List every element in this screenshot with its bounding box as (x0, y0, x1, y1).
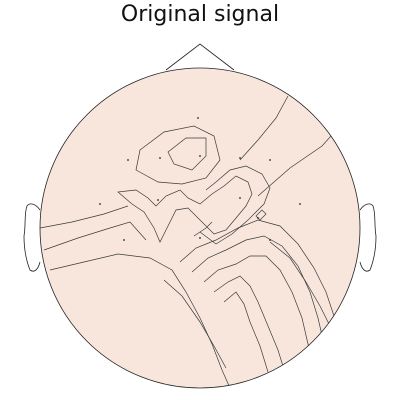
sensor-marker (299, 203, 301, 205)
sensor-marker (123, 239, 125, 241)
sensor-marker (199, 155, 201, 157)
sensor-marker (239, 157, 241, 159)
head-outline (39, 67, 361, 389)
contour-line (203, 255, 313, 369)
contour-line (255, 209, 267, 221)
sensor-marker (157, 199, 159, 201)
sensor-marker (239, 197, 241, 199)
sensor-markers (99, 117, 301, 241)
head-nose (165, 43, 235, 71)
head-left-ear (23, 203, 41, 272)
sensor-marker (99, 203, 101, 205)
contour-line (163, 279, 227, 369)
contour-line (223, 291, 269, 373)
contour-line (49, 253, 231, 388)
sensor-marker (197, 117, 199, 119)
sensor-marker (257, 217, 259, 219)
sensor-marker (127, 159, 129, 161)
contour-line (213, 275, 287, 377)
contour-line (191, 235, 325, 345)
sensor-marker (269, 159, 271, 161)
contour-line (179, 219, 341, 341)
contour-line (239, 95, 289, 161)
contour-lines (40, 95, 343, 388)
head-right-ear (359, 203, 377, 272)
contour-line (199, 165, 271, 245)
sensor-marker (199, 237, 201, 239)
contour-line (43, 221, 147, 251)
figure-title: Original signal (120, 2, 280, 27)
contour-line (193, 221, 213, 237)
contour-loop (135, 125, 221, 185)
head-disc (40, 68, 360, 388)
contour-loop (167, 137, 207, 171)
sensor-marker (159, 157, 161, 159)
sensor-marker (269, 239, 271, 241)
contour-line (40, 205, 129, 229)
contour-line (117, 175, 253, 243)
